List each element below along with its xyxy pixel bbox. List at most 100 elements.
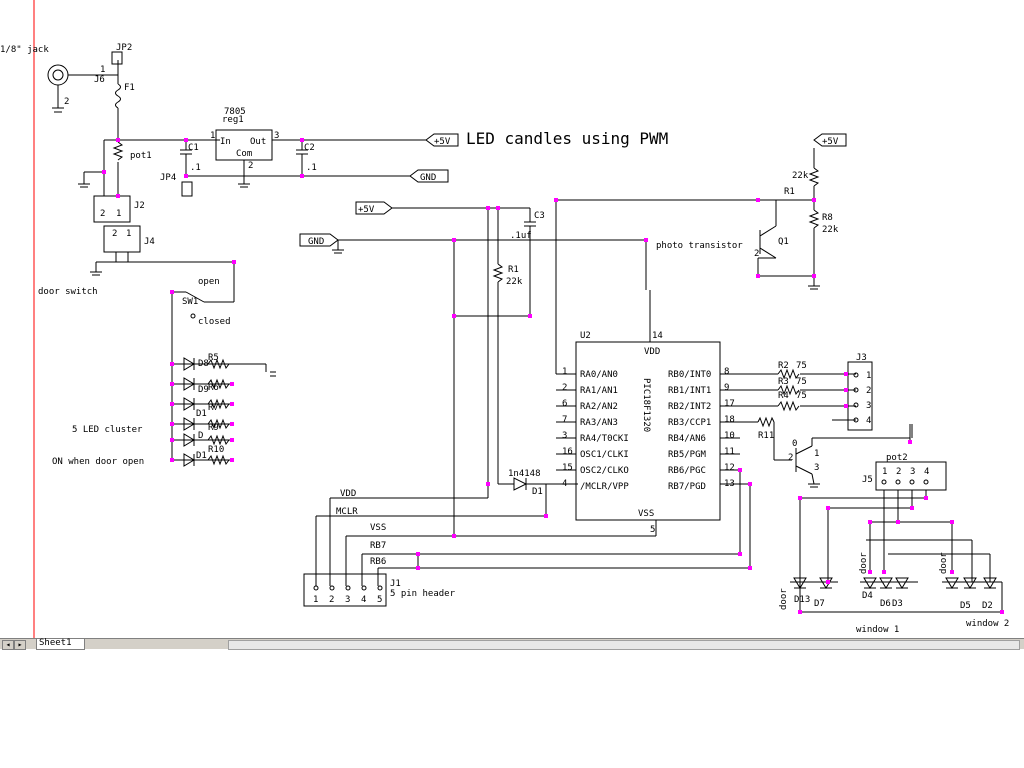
junction-dot [170, 438, 174, 442]
junction-dot [300, 138, 304, 142]
mcu-pin-number: 3 [562, 431, 567, 441]
junction-dot [910, 506, 914, 510]
junction-dot [798, 496, 802, 500]
c3-value: .1uf [510, 231, 532, 241]
mcu-pin-name: /MCLR/VPP [580, 482, 629, 492]
j5-pin-dot [895, 479, 901, 485]
d3-label: D3 [892, 599, 903, 609]
junction-dot [868, 520, 872, 524]
mcu-pin-name: RB3/CCP1 [668, 418, 711, 428]
junction-dot [950, 570, 954, 574]
junction-dot [170, 362, 174, 366]
jack-pin1: 1 [100, 65, 105, 75]
d13-label: D13 [794, 595, 810, 605]
mcu-pin-name: RB0/INT0 [668, 370, 711, 380]
d5-label: D5 [960, 601, 971, 611]
r9-label: R9 [208, 423, 219, 433]
window1-label: window 1 [856, 625, 899, 635]
net-5v-c: +5V [822, 137, 839, 147]
mcu-pin-number: 4 [562, 479, 567, 489]
junction-dot [812, 274, 816, 278]
junction-dot [544, 514, 548, 518]
d10-label: D1 [196, 409, 207, 419]
d6-label: D6 [880, 599, 891, 609]
mcu-pin-number: 8 [724, 367, 729, 377]
c3-label: C3 [534, 211, 545, 221]
mcu-vdd-label: VDD [644, 347, 660, 357]
r11-label: R11 [758, 431, 774, 441]
j5-pin-number: 4 [924, 467, 929, 477]
reg-pin1: 1 [210, 131, 215, 141]
mcu-pin-name: RB5/PGM [668, 450, 707, 460]
mcu-pin-name: RB2/INT2 [668, 402, 711, 412]
r8-label: R8 [822, 213, 833, 223]
j5-pin-dot [909, 479, 915, 485]
r2-value: 75 [796, 361, 807, 371]
mcu-pin-name: RA2/AN2 [580, 402, 618, 412]
mcu-pin-name: RB4/AN6 [668, 434, 706, 444]
j1-pin-dot [377, 585, 383, 591]
junction-dot [230, 382, 234, 386]
photo-transistor-label: photo transistor [656, 241, 743, 251]
junction-dot [748, 482, 752, 486]
d12-label: D1 [196, 451, 207, 461]
j3-pin-dot [853, 372, 859, 378]
q2-pin0: 0 [792, 439, 797, 449]
mcu-pin-name: RA1/AN1 [580, 386, 618, 396]
j4-label: J4 [144, 237, 155, 247]
r6-label: R6 [208, 383, 219, 393]
tab-next-button[interactable]: ▸ [14, 640, 26, 650]
door-label-c: door [939, 552, 949, 574]
junction-dot [756, 274, 760, 278]
junction-dot [528, 314, 532, 318]
junction-dot [748, 566, 752, 570]
net-5v-b: +5V [358, 205, 375, 215]
wires [47, 51, 1003, 613]
j2-pin-b: 1 [116, 209, 121, 219]
mcu-pin-number: 10 [724, 431, 735, 441]
junction-dot [232, 260, 236, 264]
q1-label: Q1 [778, 237, 789, 247]
mcu-part-name: PIC18F1320 [641, 378, 651, 432]
junction-dot [554, 198, 558, 202]
junction-dot [644, 238, 648, 242]
junction-dot [230, 402, 234, 406]
tab-prev-button[interactable]: ◂ [2, 640, 14, 650]
junction-dot [844, 372, 848, 376]
mcu-pin-number: 2 [562, 383, 567, 393]
reg-part: 7805 [224, 107, 246, 117]
r10-label: R10 [208, 445, 224, 455]
j3-pin-dot [853, 402, 859, 408]
junction-dot [300, 174, 304, 178]
junction-dot [844, 388, 848, 392]
jack-label: 1/8" jack [0, 45, 49, 55]
junction-dot [924, 496, 928, 500]
tab-sheet1[interactable]: Sheet1 [36, 639, 85, 650]
bus-rb7-label: RB7 [370, 541, 386, 551]
led-cluster [183, 357, 230, 467]
junction-dot [230, 458, 234, 462]
junction-dot [170, 382, 174, 386]
c1-value: .1 [190, 163, 201, 173]
junction-dot [170, 290, 174, 294]
j3-pin-number: 2 [866, 386, 871, 396]
j1-pin-number: 4 [361, 595, 366, 605]
j3-pin-dot [853, 417, 859, 423]
c2-label: C2 [304, 143, 315, 153]
bus-rb6-label: RB6 [370, 557, 386, 567]
r4-value: 75 [796, 391, 807, 401]
mcu-pin-number: 7 [562, 415, 567, 425]
r4-label: R4 [778, 391, 789, 401]
junction-dot [882, 570, 886, 574]
junction-dot [170, 402, 174, 406]
mcu-pin-number: 1 [562, 367, 567, 377]
r1-left-label: R1 [508, 265, 519, 275]
j1-pin-number: 3 [345, 595, 350, 605]
horizontal-scrollbar[interactable] [228, 640, 1020, 650]
d8-label: D8 [198, 359, 209, 369]
j1-pin-number: 2 [329, 595, 334, 605]
mcu-pin-number: 15 [562, 463, 573, 473]
jp2-label: JP2 [116, 43, 132, 53]
mcu-pin-name: RB6/PGC [668, 466, 706, 476]
